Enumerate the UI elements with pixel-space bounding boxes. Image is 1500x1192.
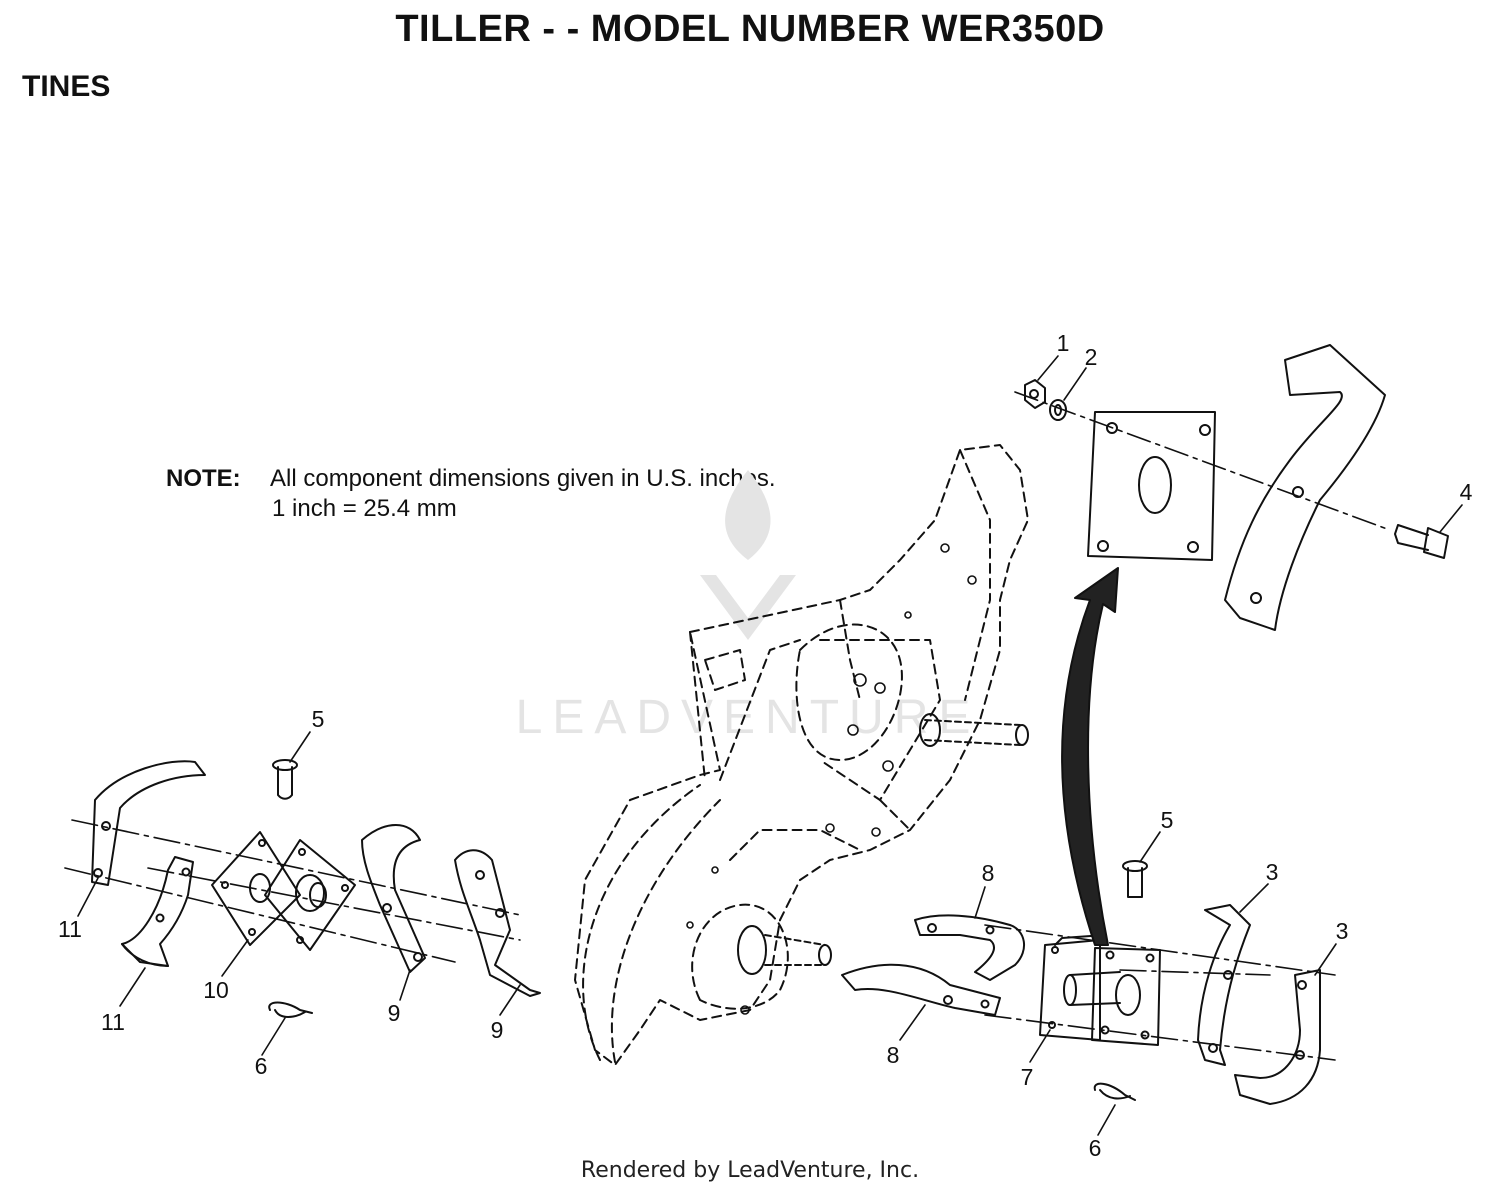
hairpin-clip-6-right — [1093, 1082, 1136, 1101]
tine-3-lower — [1234, 969, 1321, 1105]
note-line-1: All component dimensions given in U.S. i… — [270, 465, 776, 492]
tine-9-left — [361, 824, 426, 973]
callout-6-right: 6 — [1088, 1135, 1102, 1161]
left-shaft-centerlines — [64, 819, 521, 963]
lock-washer-2 — [1049, 399, 1067, 421]
callout-4: 4 — [1459, 479, 1473, 505]
callout-9-right: 9 — [490, 1017, 504, 1043]
watermark-text: LEADVENTURE — [516, 691, 981, 744]
callout-8-lower: 8 — [886, 1042, 900, 1068]
axle-stub-left — [737, 925, 832, 975]
tine-11-upper — [91, 760, 206, 886]
detail-tine — [1224, 344, 1386, 631]
housing-holes — [686, 543, 977, 1015]
page-title: TILLER - - MODEL NUMBER WER350D — [395, 8, 1105, 50]
callout-2: 2 — [1084, 344, 1098, 370]
tine-8-lower — [841, 963, 1001, 1016]
callout-1: 1 — [1056, 330, 1070, 356]
callout-3-upper: 3 — [1265, 859, 1279, 885]
callout-3-lower: 3 — [1335, 918, 1349, 944]
callout-9-left: 9 — [387, 1000, 401, 1026]
hairpin-clip-6-left — [268, 1001, 313, 1018]
callout-6-left: 6 — [254, 1053, 268, 1079]
note-label: NOTE: — [166, 465, 241, 492]
watermark-logo: LEADVENTURE — [516, 470, 981, 744]
dimension-note: NOTE: All component dimensions given in U… — [166, 464, 776, 524]
tine-8-upper — [914, 914, 1025, 981]
tiller-housing — [574, 444, 1029, 1066]
clevis-pin-5-right — [1122, 860, 1148, 898]
callout-5-left: 5 — [311, 706, 325, 732]
detail-plate — [1087, 411, 1216, 561]
callout-11-lower: 11 — [101, 1009, 125, 1035]
bolt-4 — [1394, 524, 1449, 559]
callout-8-upper: 8 — [981, 860, 995, 886]
section-title: TINES — [22, 70, 111, 103]
mounting-plate-10b — [264, 839, 356, 951]
footer-credit: Rendered by LeadVenture, Inc. — [580, 1158, 920, 1183]
hex-nut-1 — [1024, 379, 1046, 409]
leader-lines — [77, 355, 1463, 1136]
detail-arrow — [1061, 567, 1119, 946]
clevis-pin-5-left — [272, 759, 298, 800]
callout-5-right: 5 — [1160, 807, 1174, 833]
detail-axis — [1014, 391, 1391, 531]
callout-7: 7 — [1020, 1064, 1034, 1090]
tine-9-right — [454, 849, 541, 997]
mounting-plate-7-front — [1091, 947, 1161, 1046]
mounting-plate-10a — [211, 831, 301, 946]
axle-stub-right — [919, 713, 1029, 747]
callout-10: 10 — [203, 977, 229, 1003]
tine-11-lower — [121, 856, 194, 967]
note-line-2: 1 inch = 25.4 mm — [272, 495, 457, 522]
callout-11-upper: 11 — [58, 916, 82, 942]
tine-3-upper — [1197, 904, 1251, 1066]
